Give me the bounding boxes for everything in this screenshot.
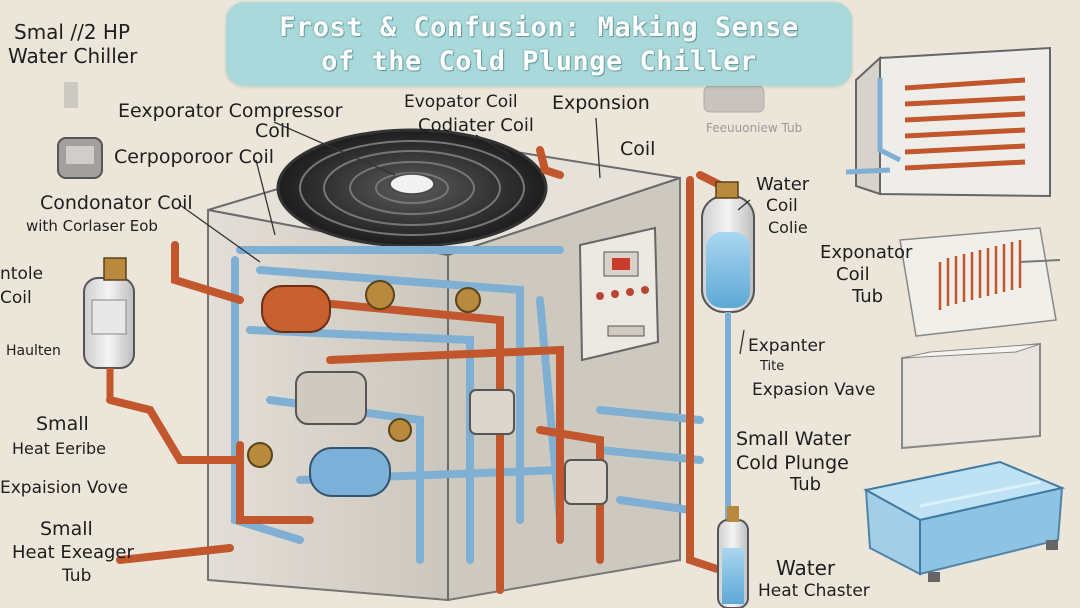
heater-cylinder — [717, 506, 749, 608]
insulated-box — [901, 342, 1041, 450]
condenser-box-illustration — [845, 46, 1051, 198]
label-expanter-line1: Expanter — [748, 336, 825, 356]
small-gauge-sketch — [57, 82, 103, 179]
label-cerpop: Cerpoporoor Coil — [114, 146, 275, 168]
label-evap-cond-line2: Codiater Coil — [418, 115, 534, 136]
label-heat-line1: Water — [776, 556, 836, 580]
label-unit-line1: Smal //2 HP — [14, 20, 131, 44]
label-water-coil-line1: Water — [756, 174, 810, 195]
label-condonator-line2: with Corlaser Eob — [26, 217, 158, 235]
label-exponator-line3: Tub — [852, 286, 884, 307]
label-intole-line2: Coil — [0, 288, 32, 308]
label-plunge-line3: Tub — [790, 474, 822, 495]
label-condonator-line1: Condonator Coil — [40, 192, 193, 214]
label-exponsion: Exponsion — [552, 92, 650, 114]
label-evap-comp-line2: Coil — [255, 120, 291, 142]
title-banner: Frost & Confusion: Making Sense of the C… — [226, 2, 852, 86]
title-line-1: Frost & Confusion: Making Sense — [279, 12, 799, 43]
refrigerant-lines-copper — [106, 146, 724, 594]
label-expanter-line2: Tite — [760, 359, 785, 374]
label-small-exchanger-line3: Tub — [62, 566, 92, 586]
fan-grille — [276, 128, 548, 248]
label-haulten: Haulten — [6, 343, 61, 359]
label-small-exchanger-line1: Small — [40, 518, 93, 540]
label-intole-line1: ntole — [0, 264, 44, 284]
compressor — [247, 280, 608, 505]
label-expasion-vave: Expasion Vave — [752, 380, 876, 400]
faded-sketch — [703, 85, 765, 113]
label-water-coil-line2: Coil — [766, 196, 798, 216]
label-expasion-vove: Expaision Vove — [0, 478, 129, 498]
evaporator-coil-tub — [899, 227, 1061, 337]
label-small-exchanger-line2: Heat Exeager — [12, 542, 134, 563]
label-exponator-line2: Coil — [836, 264, 870, 285]
label-water-coil-line3: Colie — [768, 218, 808, 237]
label-coil: Coil — [620, 138, 656, 160]
control-panel — [578, 226, 660, 362]
label-small-heat-line1: Small — [36, 413, 89, 435]
label-faded-tub: Feeuuoniew Tub — [706, 121, 803, 135]
title-line-2: of the Cold Plunge Chiller — [321, 46, 757, 77]
leader-lines — [179, 117, 751, 355]
water-column — [701, 181, 755, 520]
label-evap-cond-line1: Evopator Coil — [404, 92, 518, 112]
receiver-tank — [83, 257, 135, 400]
label-small-heat-line2: Heat Eeribe — [12, 439, 107, 458]
label-plunge-line1: Small Water — [736, 428, 851, 450]
plunge-tub — [863, 460, 1066, 582]
label-unit-line2: Water Chiller — [8, 44, 138, 68]
label-heat-line2: Heat Chaster — [758, 581, 870, 601]
label-plunge-line2: Cold Plunge — [736, 452, 849, 474]
label-exponator-line1: Exponator — [820, 242, 913, 263]
label-evap-comp-line1: Eexporator Compressor — [118, 100, 343, 122]
